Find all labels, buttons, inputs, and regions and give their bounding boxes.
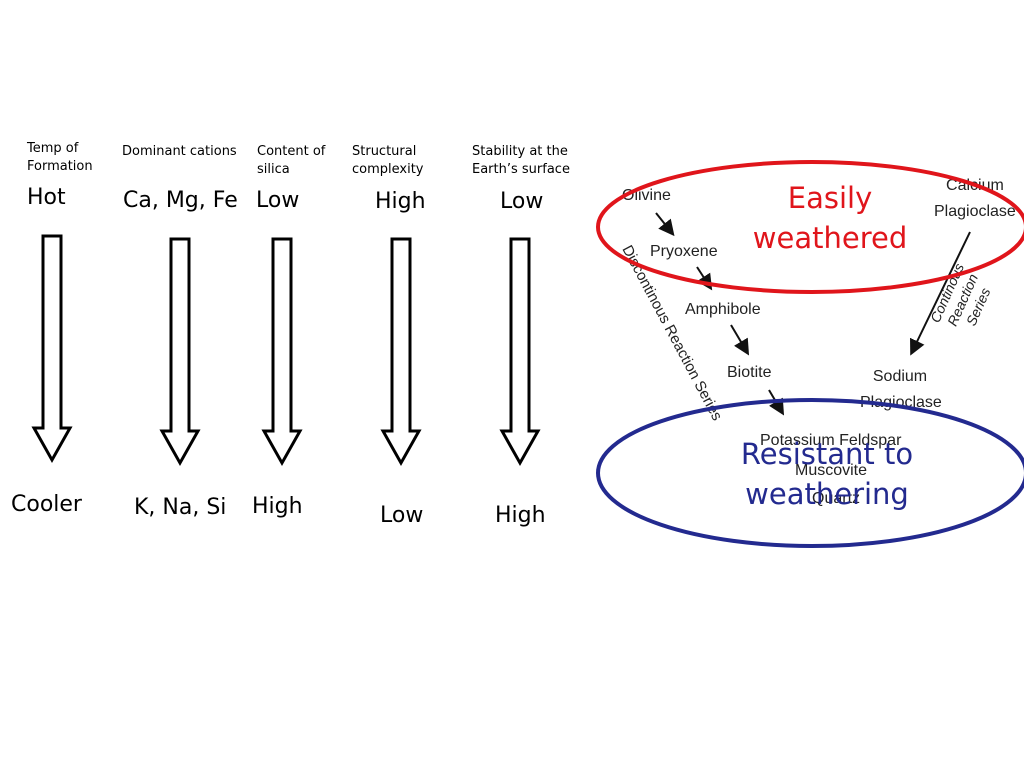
temp-down-arrow bbox=[31, 234, 73, 464]
complexity-down-arrow bbox=[380, 237, 422, 467]
easily-weathered-ellipse bbox=[596, 160, 1024, 294]
temp-top-value: Hot bbox=[27, 185, 66, 210]
cations-bottom-value: K, Na, Si bbox=[134, 495, 227, 520]
stability-top-value: Low bbox=[500, 189, 544, 214]
header-content-of-silica: Content of silica bbox=[257, 144, 326, 177]
mineral-amphibole: Amphibole bbox=[685, 301, 761, 318]
silica-bottom-value: High bbox=[252, 494, 303, 519]
resistant-weathering-text: Resistant to weathering bbox=[740, 437, 914, 511]
complexity-bottom-value: Low bbox=[380, 503, 424, 528]
header-stability: Stability at the Earth’s surface bbox=[472, 144, 570, 177]
silica-down-arrow bbox=[261, 237, 303, 467]
arrow-amphibole-to-biotite bbox=[730, 324, 750, 356]
easily-weathered-text: Easily weathered bbox=[752, 181, 908, 255]
resistant-weathering-ellipse bbox=[596, 398, 1024, 548]
mineral-sodium-plagioclase: Sodium Plagioclase bbox=[860, 368, 942, 411]
mineral-potassium-feldspar: Potassium Feldspar bbox=[760, 432, 902, 449]
arrow-calcium-to-sodium bbox=[910, 231, 971, 356]
arrow-olivine-to-pyroxene bbox=[655, 212, 675, 237]
cations-top-value: Ca, Mg, Fe bbox=[123, 188, 238, 213]
stability-bottom-value: High bbox=[495, 503, 546, 528]
temp-bottom-value: Cooler bbox=[11, 492, 82, 517]
cations-down-arrow bbox=[159, 237, 201, 467]
stability-down-arrow bbox=[499, 237, 541, 467]
header-temp-of-formation: Temp of Formation bbox=[27, 141, 93, 174]
header-dominant-cations: Dominant cations bbox=[122, 144, 237, 159]
mineral-muscovite: Muscovite bbox=[795, 462, 868, 479]
complexity-top-value: High bbox=[375, 189, 426, 214]
mineral-pyroxene: Pryoxene bbox=[650, 243, 718, 260]
mineral-quartz: Quartz bbox=[812, 490, 861, 507]
header-structural-complexity: Structural complexity bbox=[352, 144, 424, 177]
mineral-biotite: Biotite bbox=[727, 364, 772, 381]
silica-top-value: Low bbox=[256, 188, 300, 213]
